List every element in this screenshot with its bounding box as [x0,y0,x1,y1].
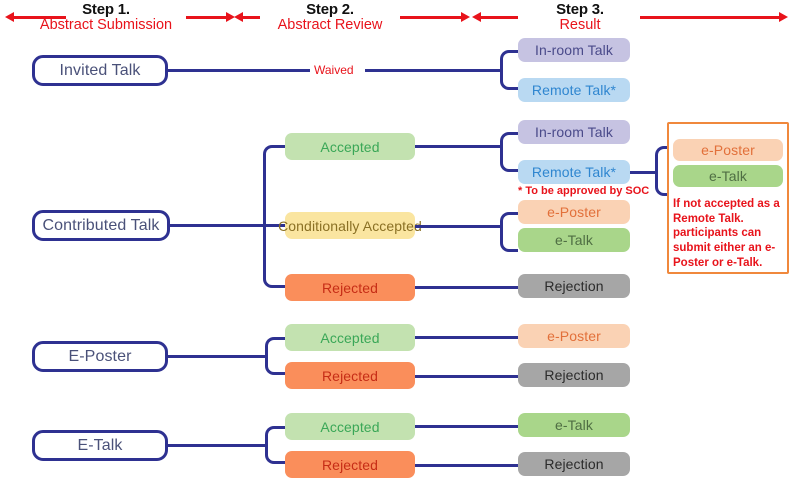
decision-e-talk-accepted-label: Accepted [320,418,380,435]
connector-e-talk-stem [168,444,267,447]
stage-contributed-talk-label: Contributed Talk [42,216,160,234]
step-3-name: Result [559,16,601,33]
result-e-poster-rejection[interactable]: Rejection [518,363,630,387]
result-e-talk-rejection[interactable]: Rejection [518,452,630,476]
connector-invited-to-waived-b [365,69,500,72]
result-invited-remote-talk[interactable]: Remote Talk* [518,78,630,102]
decision-contributed-accepted-label: Accepted [320,138,380,155]
result-invited-in-room-talk-label: In-room Talk [535,42,613,58]
result-conditional-e-talk-label: e-Talk [555,232,593,248]
bracket-contributed-decisions [263,145,285,288]
step-1-number: Step 1. [82,1,130,18]
step-2-axis-left [242,16,260,19]
connector-e-poster-rejected-to-result [415,375,518,378]
step-2-number: Step 2. [306,1,354,18]
result-conditional-e-poster-label: e-Poster [547,204,601,220]
result-contributed-in-room-talk-label: In-room Talk [535,124,613,140]
step-1-axis-right [186,16,228,19]
result-contributed-remote-talk[interactable]: Remote Talk* [518,160,630,184]
result-contributed-rejection[interactable]: Rejection [518,274,630,298]
result-contributed-rejection-label: Rejection [544,278,604,294]
callout-result-e-poster[interactable]: e-Poster [673,139,783,161]
connector-remote-to-callout-stem [630,171,658,174]
step-2-name: Abstract Review [277,16,383,33]
connector-e-poster-stem [168,355,267,358]
result-e-talk-accepted-label: e-Talk [555,417,593,433]
step-3-left-arrowhead [472,12,481,22]
decision-e-poster-accepted-label: Accepted [320,329,380,346]
bracket-e-poster-decisions [265,337,285,375]
stage-invited-talk[interactable]: Invited Talk [32,55,168,86]
result-conditional-e-talk[interactable]: e-Talk [518,228,630,252]
decision-contributed-conditionally-accepted[interactable]: Conditionally Accepted [278,212,422,239]
decision-e-poster-rejected[interactable]: Rejected [285,362,415,389]
decision-contributed-accepted[interactable]: Accepted [285,133,415,160]
connector-contributed-rejected-to-rejection [415,286,518,289]
step-3-label: Step 3. Result [520,2,640,33]
step-2-label: Step 2. Abstract Review [260,2,400,33]
connector-e-talk-accepted-to-result [415,425,518,428]
result-e-talk-accepted[interactable]: e-Talk [518,413,630,437]
step-1-left-arrowhead [5,12,14,22]
result-invited-remote-talk-label: Remote Talk* [531,82,617,98]
result-e-poster-accepted-label: e-Poster [547,328,601,344]
label-waived: Waived [314,63,354,77]
stage-invited-talk-label: Invited Talk [59,61,141,79]
result-e-poster-accepted[interactable]: e-Poster [518,324,630,348]
step-2-right-arrowhead [461,12,470,22]
callout-result-e-poster-label: e-Poster [701,142,755,158]
stage-e-poster[interactable]: E-Poster [32,341,168,372]
step-1-name: Abstract Submission [39,16,173,33]
stage-e-poster-label: E-Poster [68,347,132,365]
connector-accepted-to-results [415,145,503,148]
result-contributed-remote-talk-label: Remote Talk* [531,164,617,180]
decision-e-poster-accepted[interactable]: Accepted [285,324,415,351]
step-3-axis-left [480,16,518,19]
decision-contributed-rejected[interactable]: Rejected [285,274,415,301]
result-e-poster-rejection-label: Rejection [544,367,604,383]
step-1-label: Step 1. Abstract Submission [28,2,184,33]
bracket-e-talk-decisions [265,426,285,464]
note-soc-footnote: * To be approved by SOC [518,185,650,197]
decision-e-talk-rejected[interactable]: Rejected [285,451,415,478]
connector-contributed-stem [170,224,265,227]
step-3-axis-right [640,16,780,19]
result-conditional-e-poster[interactable]: e-Poster [518,200,630,224]
step-2-axis-right [400,16,462,19]
step-3-number: Step 3. [556,1,604,18]
stage-contributed-talk[interactable]: Contributed Talk [32,210,170,241]
callout-note-text: If not accepted as a Remote Talk. partic… [673,198,780,269]
result-invited-in-room-talk[interactable]: In-room Talk [518,38,630,62]
result-e-talk-rejection-label: Rejection [544,456,604,472]
bracket-accepted-results [500,132,518,172]
step-2-left-arrowhead [234,12,243,22]
bracket-conditional-results [500,212,518,252]
connector-contributed-bracket-mid [263,224,285,227]
stage-e-talk[interactable]: E-Talk [32,430,168,461]
step-1-axis-left [13,16,66,19]
connector-invited-to-waived-a [168,69,310,72]
connector-invited-bracket-stem [497,69,503,72]
result-contributed-in-room-talk[interactable]: In-room Talk [518,120,630,144]
connector-e-talk-rejected-to-result [415,464,518,467]
decision-contributed-rejected-label: Rejected [321,279,379,296]
callout-result-e-talk-label: e-Talk [709,168,747,184]
step-1-right-arrowhead [226,12,235,22]
bracket-callout-options [655,146,671,196]
decision-e-talk-rejected-label: Rejected [321,456,379,473]
stage-e-talk-label: E-Talk [77,436,123,454]
connector-e-poster-accepted-to-result [415,336,518,339]
decision-contributed-conditionally-accepted-label: Conditionally Accepted [278,217,422,234]
connector-conditional-to-results [415,225,503,228]
step-3-right-arrowhead [779,12,788,22]
callout-result-e-talk[interactable]: e-Talk [673,165,783,187]
decision-e-talk-accepted[interactable]: Accepted [285,413,415,440]
decision-e-poster-rejected-label: Rejected [321,367,379,384]
